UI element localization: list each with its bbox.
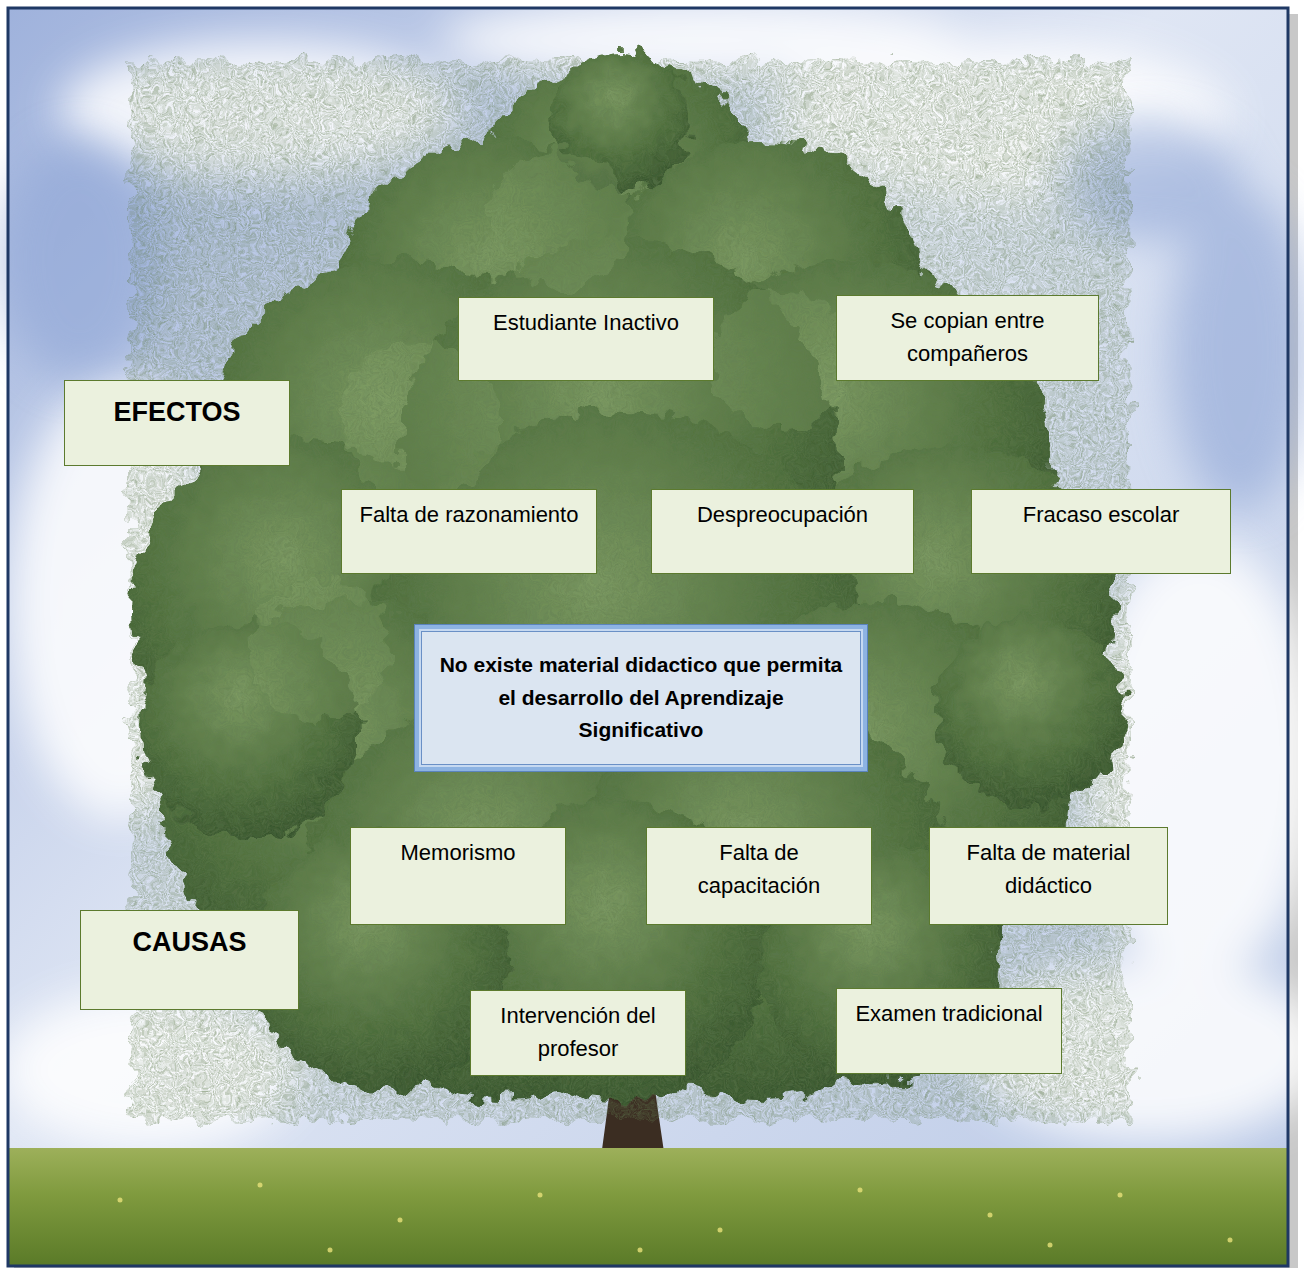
problem-box: Falta de capacitación bbox=[646, 827, 872, 925]
problem-box: Memorismo bbox=[350, 827, 566, 925]
node-text: No existe material didactico que permita… bbox=[439, 649, 843, 747]
central-problem-box: No existe material didactico que permita… bbox=[415, 625, 867, 771]
problem-box: Se copian entre compañeros bbox=[836, 295, 1099, 381]
problem-box: Intervención del profesor bbox=[470, 990, 686, 1076]
section-heading-box: CAUSAS bbox=[80, 910, 299, 1010]
node-text: Intervención del profesor bbox=[483, 999, 673, 1065]
problem-box: Falta de material didáctico bbox=[929, 827, 1168, 925]
problem-box: Examen tradicional bbox=[836, 988, 1062, 1074]
problem-box: Despreocupación bbox=[651, 489, 914, 574]
node-text: Falta de capacitación bbox=[659, 836, 859, 902]
node-text: CAUSAS bbox=[91, 925, 288, 960]
node-text: Estudiante Inactivo bbox=[471, 306, 701, 339]
problem-box: Estudiante Inactivo bbox=[458, 297, 714, 381]
node-text: Memorismo bbox=[363, 836, 553, 869]
node-text: Falta de material didáctico bbox=[942, 836, 1155, 902]
node-text: Se copian entre compañeros bbox=[849, 304, 1086, 370]
problem-box: Fracaso escolar bbox=[971, 489, 1231, 574]
node-text: Fracaso escolar bbox=[984, 498, 1218, 531]
node-text: EFECTOS bbox=[75, 395, 279, 430]
node-text: Despreocupación bbox=[664, 498, 901, 531]
node-text: Examen tradicional bbox=[849, 997, 1049, 1030]
problem-box: Falta de razonamiento bbox=[341, 489, 597, 574]
section-heading-box: EFECTOS bbox=[64, 380, 290, 466]
node-text: Falta de razonamiento bbox=[354, 498, 584, 531]
